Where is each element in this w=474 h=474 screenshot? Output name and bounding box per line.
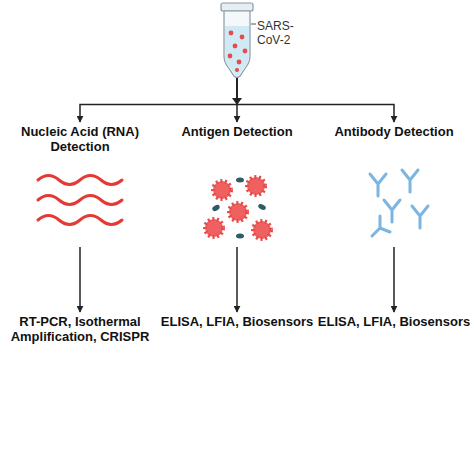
virus-dot	[233, 44, 238, 49]
category-heading: Antibody Detection	[316, 124, 472, 139]
antigen-fragment	[211, 204, 220, 212]
method-list: ELISA, LFIA, Biosensors	[314, 312, 474, 352]
virus-dot	[228, 54, 233, 59]
flow-arrow	[237, 78, 394, 122]
detection-category: Antigen Detection	[159, 122, 315, 247]
antibodies	[370, 170, 428, 236]
method-text: RT-PCR, Isothermal Amplification, CRISPR	[0, 314, 160, 344]
virus-particles	[205, 177, 271, 239]
antigen-fragment	[236, 178, 244, 183]
detection-category: Nucleic Acid (RNA) Detection	[2, 122, 158, 247]
antibody-symbol	[402, 170, 418, 192]
antibody-symbol	[384, 200, 400, 222]
antigen-fragment	[236, 234, 244, 239]
rna-strand	[38, 196, 122, 205]
antibody-symbol	[372, 216, 390, 236]
method-list: ELISA, LFIA, Biosensors	[157, 312, 317, 352]
virus-dot	[229, 31, 234, 36]
flow-arrow	[80, 78, 237, 122]
method-text: ELISA, LFIA, Biosensors	[157, 314, 317, 329]
category-heading: Antigen Detection	[159, 124, 315, 139]
virus-particle	[253, 221, 271, 239]
virus-particle	[247, 177, 265, 195]
antibody-symbol	[412, 206, 428, 228]
arrow-head	[232, 98, 242, 105]
rna-strand	[38, 216, 122, 225]
antibody-symbol	[370, 174, 386, 196]
antigen-fragment	[257, 203, 266, 211]
detection-category: Antibody Detection	[316, 122, 472, 247]
rna-strand	[38, 176, 122, 185]
virus-dot	[237, 60, 242, 65]
category-heading: Nucleic Acid (RNA) Detection	[2, 124, 158, 154]
tube-body	[224, 11, 250, 78]
virus-dot	[235, 68, 239, 72]
virus-dot	[240, 35, 245, 40]
sample-tube-node: SARS-CoV-2	[215, 2, 307, 78]
method-text: ELISA, LFIA, Biosensors	[314, 314, 474, 329]
test-tube	[221, 3, 256, 78]
virus-particle	[205, 219, 223, 237]
sample-label: SARS-CoV-2	[257, 19, 305, 47]
virus-particle	[213, 181, 231, 199]
leader-line	[251, 24, 256, 25]
flow-arrow	[236, 247, 238, 312]
virus-dot	[243, 49, 248, 54]
flow-arrow	[79, 247, 81, 312]
rna-waves	[38, 176, 122, 225]
virus-particle	[229, 203, 247, 221]
tube-liquid	[225, 26, 249, 76]
method-list: RT-PCR, Isothermal Amplification, CRISPR	[0, 312, 160, 352]
flow-arrow	[236, 78, 238, 122]
tube-cap	[221, 3, 253, 11]
flow-arrow	[393, 247, 395, 312]
